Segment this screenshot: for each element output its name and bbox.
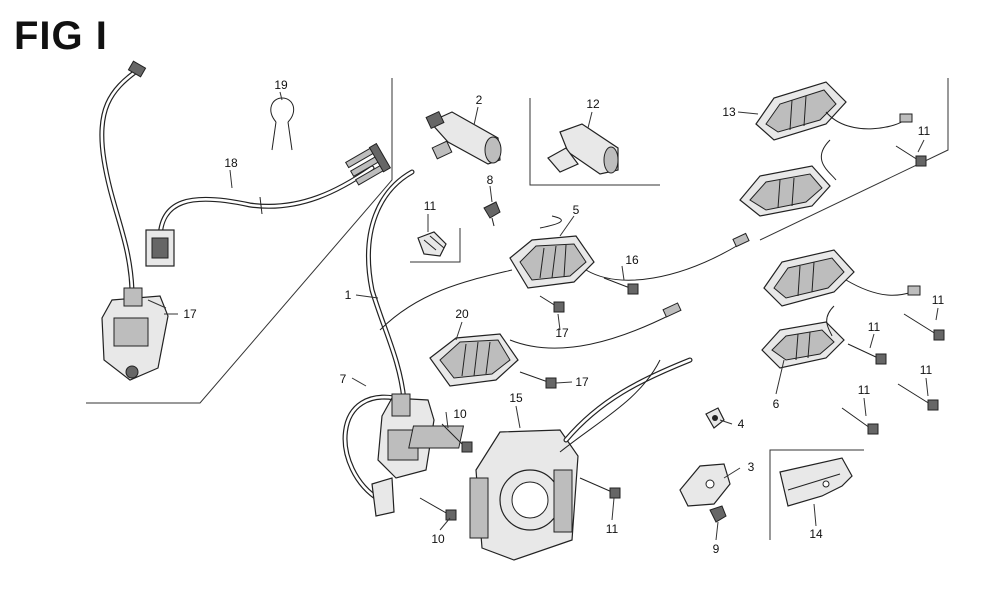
callout-3: 3: [748, 460, 755, 474]
callout-20: 19: [274, 78, 288, 92]
bolt-17-c: [519, 371, 557, 389]
bolt-11-lower: [841, 407, 879, 435]
group-boundary-bracket: [769, 449, 864, 540]
callout-18: 17: [183, 307, 197, 321]
callout-10-lower: 10: [431, 532, 445, 546]
callout-10-upper: 10: [453, 407, 467, 421]
callout-14: 13: [722, 105, 736, 119]
ignition-coil-21: [429, 302, 682, 387]
callout-11-mid: 11: [868, 320, 881, 334]
leader-lines: [164, 91, 939, 541]
group-boundary-plug-cap: [529, 98, 660, 186]
callout-11-upper-right: 11: [918, 124, 931, 138]
bolt-17-a: [603, 277, 639, 295]
callout-9: 9: [713, 542, 720, 556]
callout-17-c: 17: [575, 375, 589, 389]
bolt-11-upper-right: [895, 145, 927, 167]
callout-11-stator: 11: [606, 522, 619, 536]
callout-21: 20: [455, 307, 469, 321]
callout-17-a: 16: [625, 253, 639, 267]
callout-17-b: 17: [555, 326, 569, 340]
screw-9: [709, 505, 727, 523]
callout-11-right-low: 11: [920, 363, 933, 377]
bolt-11-mid: [847, 343, 887, 365]
mount-plate: [679, 463, 731, 507]
callout-13: 12: [586, 97, 600, 111]
bolt-11-mid-right: [903, 313, 945, 341]
cord-clip: [417, 231, 447, 257]
callout-11-mid-right: 11: [932, 293, 945, 307]
group-boundary-coils: [759, 78, 949, 241]
figure-title: FIG I: [14, 14, 108, 58]
bolt-10-upper: [441, 423, 473, 453]
callout-2: 2: [476, 93, 483, 107]
grommet: [705, 407, 725, 429]
stator-assembly: [408, 357, 693, 561]
bolt-11-right-low: [897, 383, 939, 411]
callout-8: 8: [487, 173, 494, 187]
bolt-10-lower: [419, 497, 457, 521]
bolt-17-b: [539, 295, 565, 313]
callout-19: 18: [224, 156, 238, 170]
screw-8: [483, 201, 501, 227]
exciter-coil-pair-upper: [739, 81, 913, 217]
ignition-coil-unit: [342, 169, 435, 517]
callout-labels: 1 2 3 4 5 6 7 8 9 10 10 11 11 11 11 11 1…: [183, 78, 944, 556]
callout-6: 6: [773, 397, 780, 411]
bracket: [779, 457, 853, 507]
wire-clip: [270, 97, 295, 151]
callout-16: 15: [509, 391, 523, 405]
callout-12: 11: [424, 199, 437, 213]
group-boundary-left: [86, 78, 393, 404]
spark-plug-cap: [425, 110, 502, 165]
ignition-coil-5: [379, 215, 750, 331]
plug-cap-alt: [547, 123, 619, 175]
callout-11-lower: 11: [858, 383, 871, 397]
harness-assembly: [99, 60, 392, 381]
callout-1: 1: [345, 288, 352, 302]
callout-7: 7: [340, 372, 347, 386]
bolt-11-stator: [579, 477, 621, 499]
bolts: [419, 145, 945, 521]
exciter-coil-pair-lower: [761, 249, 921, 369]
callout-5: 5: [573, 203, 580, 217]
callout-15: 14: [809, 527, 823, 541]
group-boundary-clip: [410, 228, 461, 263]
callout-4: 4: [738, 417, 745, 431]
